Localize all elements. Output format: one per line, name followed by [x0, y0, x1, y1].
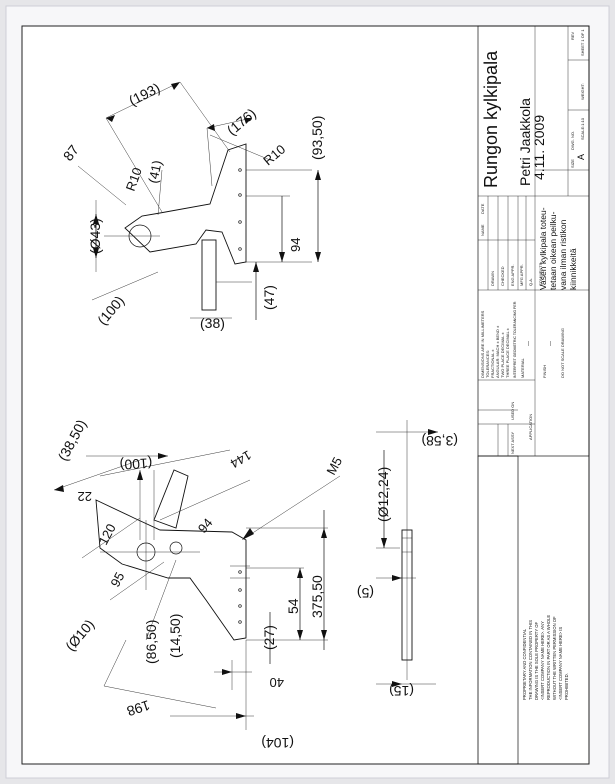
tb-row-qa: Q.A. — [528, 278, 533, 286]
dim-100-b: (100) — [119, 455, 153, 473]
description-line-3: vana ilman ristikon — [558, 219, 568, 290]
tb-row-checked: CHECKED — [500, 266, 505, 286]
dim-3-58: (3,58) — [421, 433, 458, 449]
proprietary-line-1: PROPRIETARY AND CONFIDENTIAL — [522, 628, 527, 700]
description-line-4: kiinnikkeitä — [568, 248, 578, 290]
dim-86-50: (86,50) — [143, 620, 159, 664]
tolerance-line-2: TOLERANCES: — [485, 350, 490, 378]
tb-size-value: A — [576, 154, 586, 160]
description-line-2: tetaan oikean peilku- — [548, 211, 558, 290]
proprietary-line-5: REPRODUCTION IN PART OR AS A WHOLE — [546, 615, 551, 700]
dim-93-50: (93,50) — [309, 116, 325, 160]
dim-15: (15) — [389, 683, 414, 699]
tb-material: MATERIAL — [520, 358, 525, 378]
tb-name-header: NAME — [480, 224, 485, 236]
tb-scale: SCALE:1:10 — [580, 117, 585, 140]
tolerance-line-4: ANGULAR: MACH ± BEND ± — [495, 325, 500, 378]
tb-finish: FINISH — [542, 365, 547, 378]
dim-38: (38) — [200, 315, 225, 331]
tb-size-label: SIZE — [570, 159, 575, 168]
title-block: Rungon kylkipala Petri Jaakkola 4.11. 20… — [477, 25, 590, 765]
sheet-border — [21, 25, 590, 765]
dim-40: 40 — [270, 675, 284, 690]
dim-54: 54 — [285, 598, 301, 614]
title-text: Rungon kylkipala — [481, 50, 501, 188]
tb-sheet: SHEET 1 OF 1 — [580, 29, 585, 56]
dim-94: 94 — [288, 238, 303, 252]
tb-date-header: DATE — [480, 203, 485, 214]
dim-5: (5) — [357, 585, 374, 601]
dim-95: 95 — [107, 570, 127, 590]
side-view: (3,58) (Ø12,24) (5) (15) — [357, 420, 458, 699]
tb-application: APPLICATION — [528, 414, 533, 440]
bottom-view-part-outline — [95, 499, 247, 641]
tb-row-mfg: MFG APPR. — [519, 264, 524, 286]
tolerance-line-1: DIMENSIONS ARE IN MILLIMETERS — [480, 310, 485, 378]
dim-47: (47) — [261, 285, 277, 310]
dim-14-50: (14,50) — [167, 614, 183, 658]
dim-27: (27) — [261, 625, 277, 650]
tb-rev: REV — [570, 31, 575, 40]
tb-do-not-scale: DO NOT SCALE DRAWING — [560, 328, 565, 378]
tb-dwg-no: DWG. NO. — [570, 131, 575, 150]
proprietary-line-4: <INSERT COMPANY NAME HERE>. ANY — [540, 621, 545, 700]
tolerance-line-6: THREE PLACE DECIMAL ± — [505, 327, 510, 378]
label-m5: M5 — [323, 454, 345, 477]
tolerance-line-3: FRACTIONAL ± — [490, 349, 495, 378]
dim-22: 22 — [78, 489, 92, 504]
dim-dia12-24: (Ø12,24) — [375, 467, 391, 522]
tb-row-comments: COMMENTS: — [538, 262, 543, 286]
tb-finish-dash: — — [548, 341, 554, 346]
dim-375-50: 375,50 — [309, 575, 325, 618]
tb-next-assy: NEXT ASSY — [510, 432, 515, 454]
author-text: Petri Jaakkola — [517, 98, 533, 186]
top-view-tab — [201, 239, 217, 311]
tb-weight: WEIGHT: — [580, 83, 585, 100]
tb-material-dash: — — [526, 341, 532, 346]
proprietary-line-7: <INSERT COMPANY NAME HERE> IS — [558, 627, 563, 700]
proprietary-line-2: THE INFORMATION CONTAINED IN THIS — [528, 620, 533, 700]
tb-used-on: USED ON — [510, 402, 515, 420]
dim-104: (104) — [261, 735, 294, 751]
proprietary-line-8: PROHIBITED. — [564, 673, 569, 700]
dim-198: 198 — [125, 697, 152, 720]
tolerance-line-5: TWO PLACE DECIMAL ± — [500, 332, 505, 378]
tb-interpret: INTERPRET GEOMETRIC TOLERANCING PER: — [513, 301, 517, 378]
description-line-1: Vasen kylkipala toteu- — [538, 207, 548, 290]
date-text: 4.11. 2009 — [531, 115, 547, 180]
dim-dia43: (Ø43) — [87, 218, 103, 254]
proprietary-line-6: WITHOUT THE WRITTEN PERMISSION OF — [552, 616, 557, 700]
proprietary-line-3: DRAWING IS THE SOLE PROPERTY OF — [534, 622, 539, 700]
tb-row-drawn: DRAWN — [490, 271, 495, 286]
tb-row-eng: ENG APPR. — [510, 264, 515, 286]
dim-41: (41) — [145, 159, 164, 185]
